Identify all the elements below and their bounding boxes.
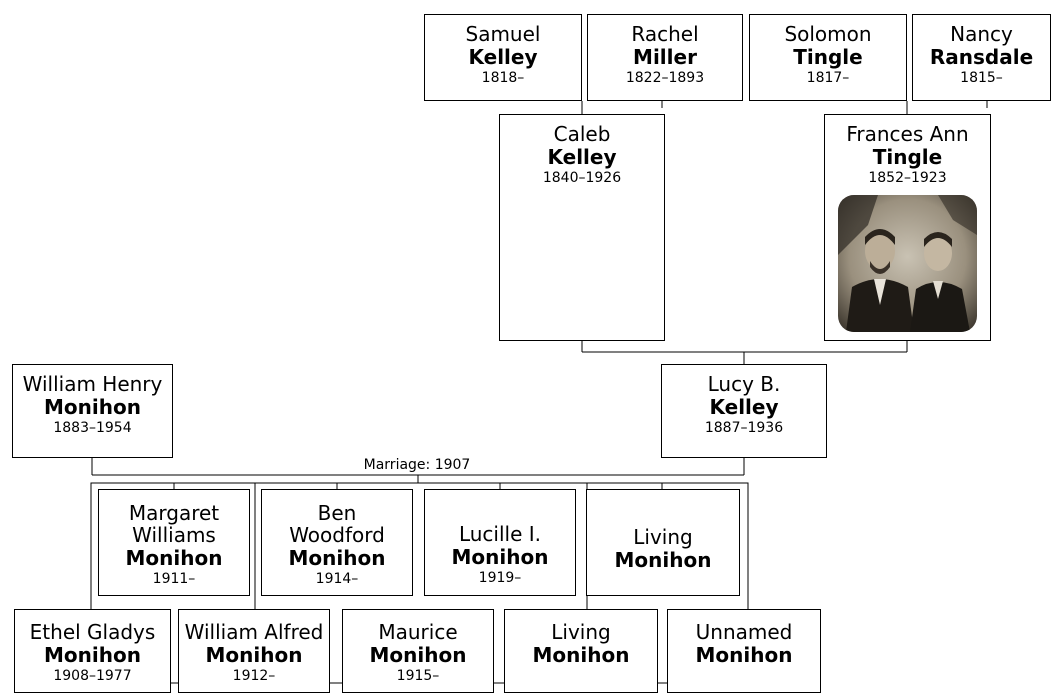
- life-years: 1817–: [806, 70, 850, 86]
- given-name: Lucy B.: [707, 372, 781, 396]
- person-card-lucille-monihon[interactable]: Lucille I. Monihon 1919–: [424, 489, 576, 596]
- surname: Tingle: [793, 45, 863, 69]
- life-years: 1818–: [481, 70, 525, 86]
- given-name: Living: [633, 525, 693, 549]
- couple-photo-image: [838, 195, 977, 332]
- person-card-living-monihon-1[interactable]: Living Monihon: [586, 489, 740, 596]
- given-name: Solomon: [784, 22, 872, 46]
- person-card-ethel-monihon[interactable]: Ethel Gladys Monihon 1908–1977: [14, 609, 171, 693]
- given-name-line1: Ben: [317, 501, 357, 525]
- person-card-living-monihon-2[interactable]: Living Monihon: [504, 609, 658, 693]
- person-card-maurice-monihon[interactable]: Maurice Monihon 1915–: [342, 609, 494, 693]
- given-name-line1: Margaret: [128, 501, 220, 525]
- given-name: Rachel: [631, 22, 699, 46]
- person-card-caleb-kelley[interactable]: Caleb Kelley 1840–1926: [499, 114, 665, 341]
- surname: Kelley: [709, 395, 779, 419]
- surname: Tingle: [872, 145, 943, 169]
- given-name: Living: [551, 620, 611, 644]
- given-name-line2: Williams: [132, 523, 216, 547]
- surname: Monihon: [44, 643, 141, 667]
- life-years: 1908–1977: [53, 668, 132, 684]
- life-years: 1840–1926: [542, 170, 622, 186]
- given-name: William Henry: [22, 372, 163, 396]
- surname: Monihon: [695, 643, 793, 667]
- surname: Monihon: [451, 545, 549, 569]
- surname: Kelley: [468, 45, 538, 69]
- given-name: Nancy: [950, 22, 1013, 46]
- surname: Monihon: [614, 548, 712, 572]
- surname: Monihon: [288, 546, 386, 570]
- given-name: Lucille I.: [458, 522, 542, 546]
- surname: Ransdale: [929, 45, 1034, 69]
- person-card-william-alfred-monihon[interactable]: William Alfred Monihon 1912–: [178, 609, 330, 693]
- person-card-margaret-monihon[interactable]: Margaret Williams Monihon 1911–: [98, 489, 250, 596]
- surname: Miller: [633, 45, 697, 69]
- person-card-rachel-miller[interactable]: Rachel Miller 1822–1893: [587, 14, 743, 101]
- life-years: 1919–: [478, 570, 522, 586]
- life-years: 1912–: [232, 668, 276, 684]
- life-years: 1852–1923: [868, 170, 947, 186]
- person-card-william-henry-monihon[interactable]: William Henry Monihon 1883–1954: [12, 364, 173, 458]
- person-card-lucy-kelley[interactable]: Lucy B. Kelley 1887–1936: [661, 364, 827, 458]
- life-years: 1914–: [315, 571, 359, 587]
- person-card-ben-monihon[interactable]: Ben Woodford Monihon 1914–: [261, 489, 413, 596]
- life-years: 1915–: [396, 668, 440, 684]
- given-name: Unnamed: [695, 620, 793, 644]
- given-name: William Alfred: [184, 620, 324, 644]
- life-years: 1883–1954: [53, 420, 132, 436]
- given-name: Frances Ann: [846, 122, 969, 146]
- life-years: 1815–: [960, 70, 1003, 86]
- surname: Kelley: [547, 145, 617, 169]
- couple-photo[interactable]: [838, 195, 977, 332]
- given-name: Caleb: [553, 122, 611, 146]
- surname: Monihon: [205, 643, 303, 667]
- person-card-unnamed-monihon[interactable]: Unnamed Monihon: [667, 609, 821, 693]
- given-name: Maurice: [378, 620, 458, 644]
- person-card-nancy-ransdale[interactable]: Nancy Ransdale 1815–: [912, 14, 1051, 101]
- surname: Monihon: [369, 643, 467, 667]
- person-card-samuel-kelley[interactable]: Samuel Kelley 1818–: [424, 14, 582, 101]
- surname: Monihon: [532, 643, 630, 667]
- life-years: 1822–1893: [625, 70, 705, 86]
- given-name: Samuel: [465, 22, 541, 46]
- given-name: Ethel Gladys: [29, 620, 156, 644]
- surname: Monihon: [44, 395, 141, 419]
- life-years: 1887–1936: [704, 420, 784, 436]
- person-card-solomon-tingle[interactable]: Solomon Tingle 1817–: [749, 14, 907, 101]
- marriage-label: Marriage: 1907: [352, 457, 482, 473]
- life-years: 1911–: [152, 571, 196, 587]
- given-name-line2: Woodford: [289, 523, 385, 547]
- surname: Monihon: [125, 546, 223, 570]
